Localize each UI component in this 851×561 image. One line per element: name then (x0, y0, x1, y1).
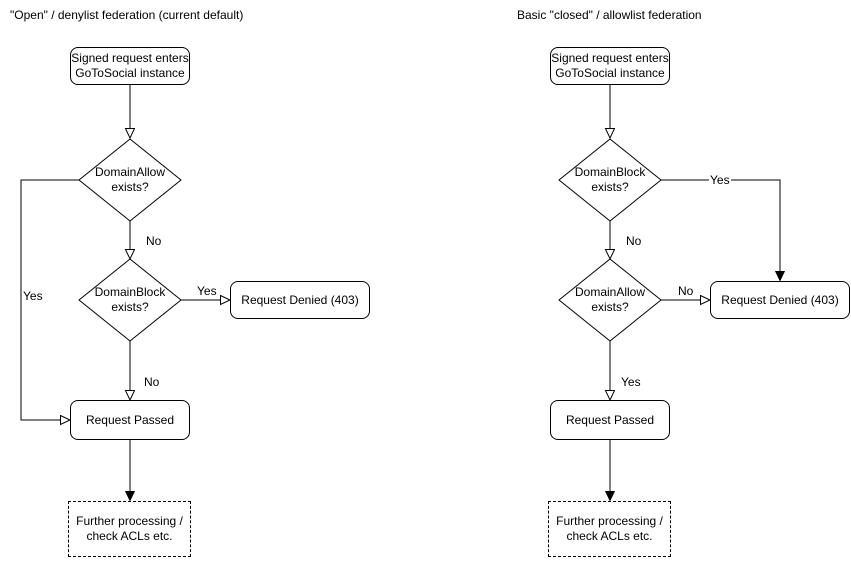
right-decision2-no-label: No (677, 284, 695, 298)
right-passed-node: Request Passed (550, 400, 670, 440)
right-decision1-yes-label: Yes (709, 173, 731, 187)
left-decision1-no-label: No (145, 234, 163, 248)
left-decision1-diamond (78, 138, 182, 222)
right-further-node: Further processing / check ACLs etc. (548, 501, 671, 557)
left-edge-decision1-yes-to-passed (20, 179, 79, 420)
left-chart-title: "Open" / denylist federation (current de… (10, 8, 244, 22)
right-decision2-yes-label: Yes (620, 375, 642, 389)
left-start-node: Signed request enters GoToSocial instanc… (70, 47, 190, 85)
right-denied-node: Request Denied (403) (710, 281, 850, 319)
right-start-node: Signed request enters GoToSocial instanc… (550, 47, 670, 85)
left-decision1-yes-label: Yes (22, 289, 44, 303)
left-decision2-diamond (78, 258, 182, 342)
right-decision1-no-label: No (625, 234, 643, 248)
right-chart-title: Basic "closed" / allowlist federation (517, 8, 702, 22)
left-decision2-yes-label: Yes (196, 284, 218, 298)
left-denied-node: Request Denied (403) (230, 281, 370, 319)
right-decision2-diamond (558, 258, 662, 342)
left-passed-node: Request Passed (70, 400, 190, 440)
right-decision1-diamond (558, 138, 662, 222)
right-edge-decision1-yes-to-denied (661, 179, 780, 280)
left-further-node: Further processing / check ACLs etc. (68, 501, 191, 557)
left-decision2-no-label: No (143, 375, 161, 389)
